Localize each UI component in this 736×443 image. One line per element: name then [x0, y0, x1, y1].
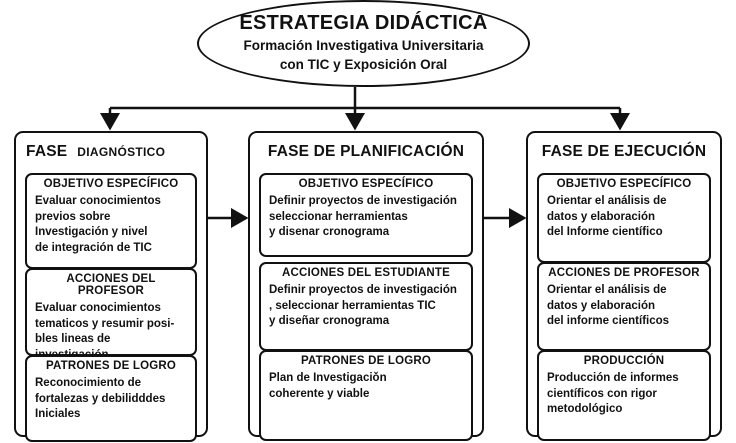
box-body: Evaluar conocimientos tematicos y resumi… — [35, 302, 175, 361]
phase-planificacion: FASE DE PLANIFICACIÓN OBJETIVO ESPECÍFIC… — [248, 131, 484, 441]
strategy-header: ESTRATEGIA DIDÁCTICA Formación Investiga… — [197, 0, 530, 87]
phase-label: FASE — [26, 143, 68, 160]
box-heading: OBJETIVO ESPECÍFICO — [298, 178, 434, 190]
box-body: Orientar el análisis de datos y elaborac… — [547, 284, 670, 327]
phase-title: FASE DIAGNÓSTICO — [26, 143, 206, 161]
box-acciones: ACCIONES DEL PROFESOR Evaluar conocimien… — [25, 268, 197, 361]
box-objetivo: OBJETIVO ESPECÍFICO Definir proyectos de… — [259, 173, 473, 257]
box-heading: PATRONES DE LOGRO — [300, 355, 432, 367]
box-body: Producción de informes científicos con r… — [547, 372, 679, 415]
strategy-title: ESTRATEGIA DIDÁCTICA — [239, 12, 488, 34]
box-body: Definir proyectos de investigación , sel… — [269, 284, 457, 327]
phase-ejecucion: FASE DE EJECUCIÓN OBJETIVO ESPECÍFICO Or… — [526, 131, 722, 441]
box-body: Reconocimiento de fortalezas y debiliddd… — [35, 377, 166, 420]
box-produccion: PRODUCCIÓN Producción de informes cientí… — [537, 350, 711, 441]
box-heading: OBJETIVO ESPECÍFICO — [43, 178, 179, 190]
box-patrones: PATRONES DE LOGRO Plan de Investigaciǒn … — [259, 350, 473, 441]
strategy-subtitle-2: con TIC y Exposición Oral — [279, 57, 448, 72]
strategy-subtitle-1: Formación Investigativa Universitaria — [243, 38, 484, 53]
box-body: Definir proyectos de investigación selec… — [269, 195, 457, 238]
phase-title: FASE DE PLANIFICACIÓN — [267, 143, 465, 160]
box-heading: ACCIONES DE PROFESOR — [548, 267, 700, 279]
box-body: Orientar el análisis de datos y elaborac… — [547, 195, 667, 238]
phase-subtitle: DIAGNÓSTICO — [77, 145, 166, 159]
phase-title: FASE DE EJECUCIÓN — [541, 143, 707, 160]
box-patrones: PATRONES DE LOGRO Reconocimiento de fort… — [25, 355, 197, 442]
box-body: Evaluar conocimientos previos sobre Inve… — [35, 195, 161, 254]
box-heading: ACCIONES DEL ESTUDIANTE — [282, 267, 450, 279]
box-acciones: ACCIONES DEL ESTUDIANTE Definir proyecto… — [259, 262, 473, 351]
box-heading: ACCIONES DEL PROFESOR — [66, 273, 156, 297]
box-objetivo: OBJETIVO ESPECÍFICO Evaluar conocimiento… — [25, 173, 197, 269]
box-body: Plan de Investigaciǒn coherente y viable — [269, 372, 387, 400]
box-heading: PRODUCCIÓN — [583, 355, 665, 367]
box-heading: OBJETIVO ESPECÍFICO — [556, 178, 692, 190]
box-objetivo: OBJETIVO ESPECÍFICO Orientar el análisis… — [537, 173, 711, 263]
phase-diagnostico: FASE DIAGNÓSTICO OBJETIVO ESPECÍFICO Eval… — [14, 131, 208, 442]
box-acciones: ACCIONES DE PROFESOR Orientar el análisi… — [537, 262, 711, 351]
box-heading: PATRONES DE LOGRO — [45, 360, 177, 372]
